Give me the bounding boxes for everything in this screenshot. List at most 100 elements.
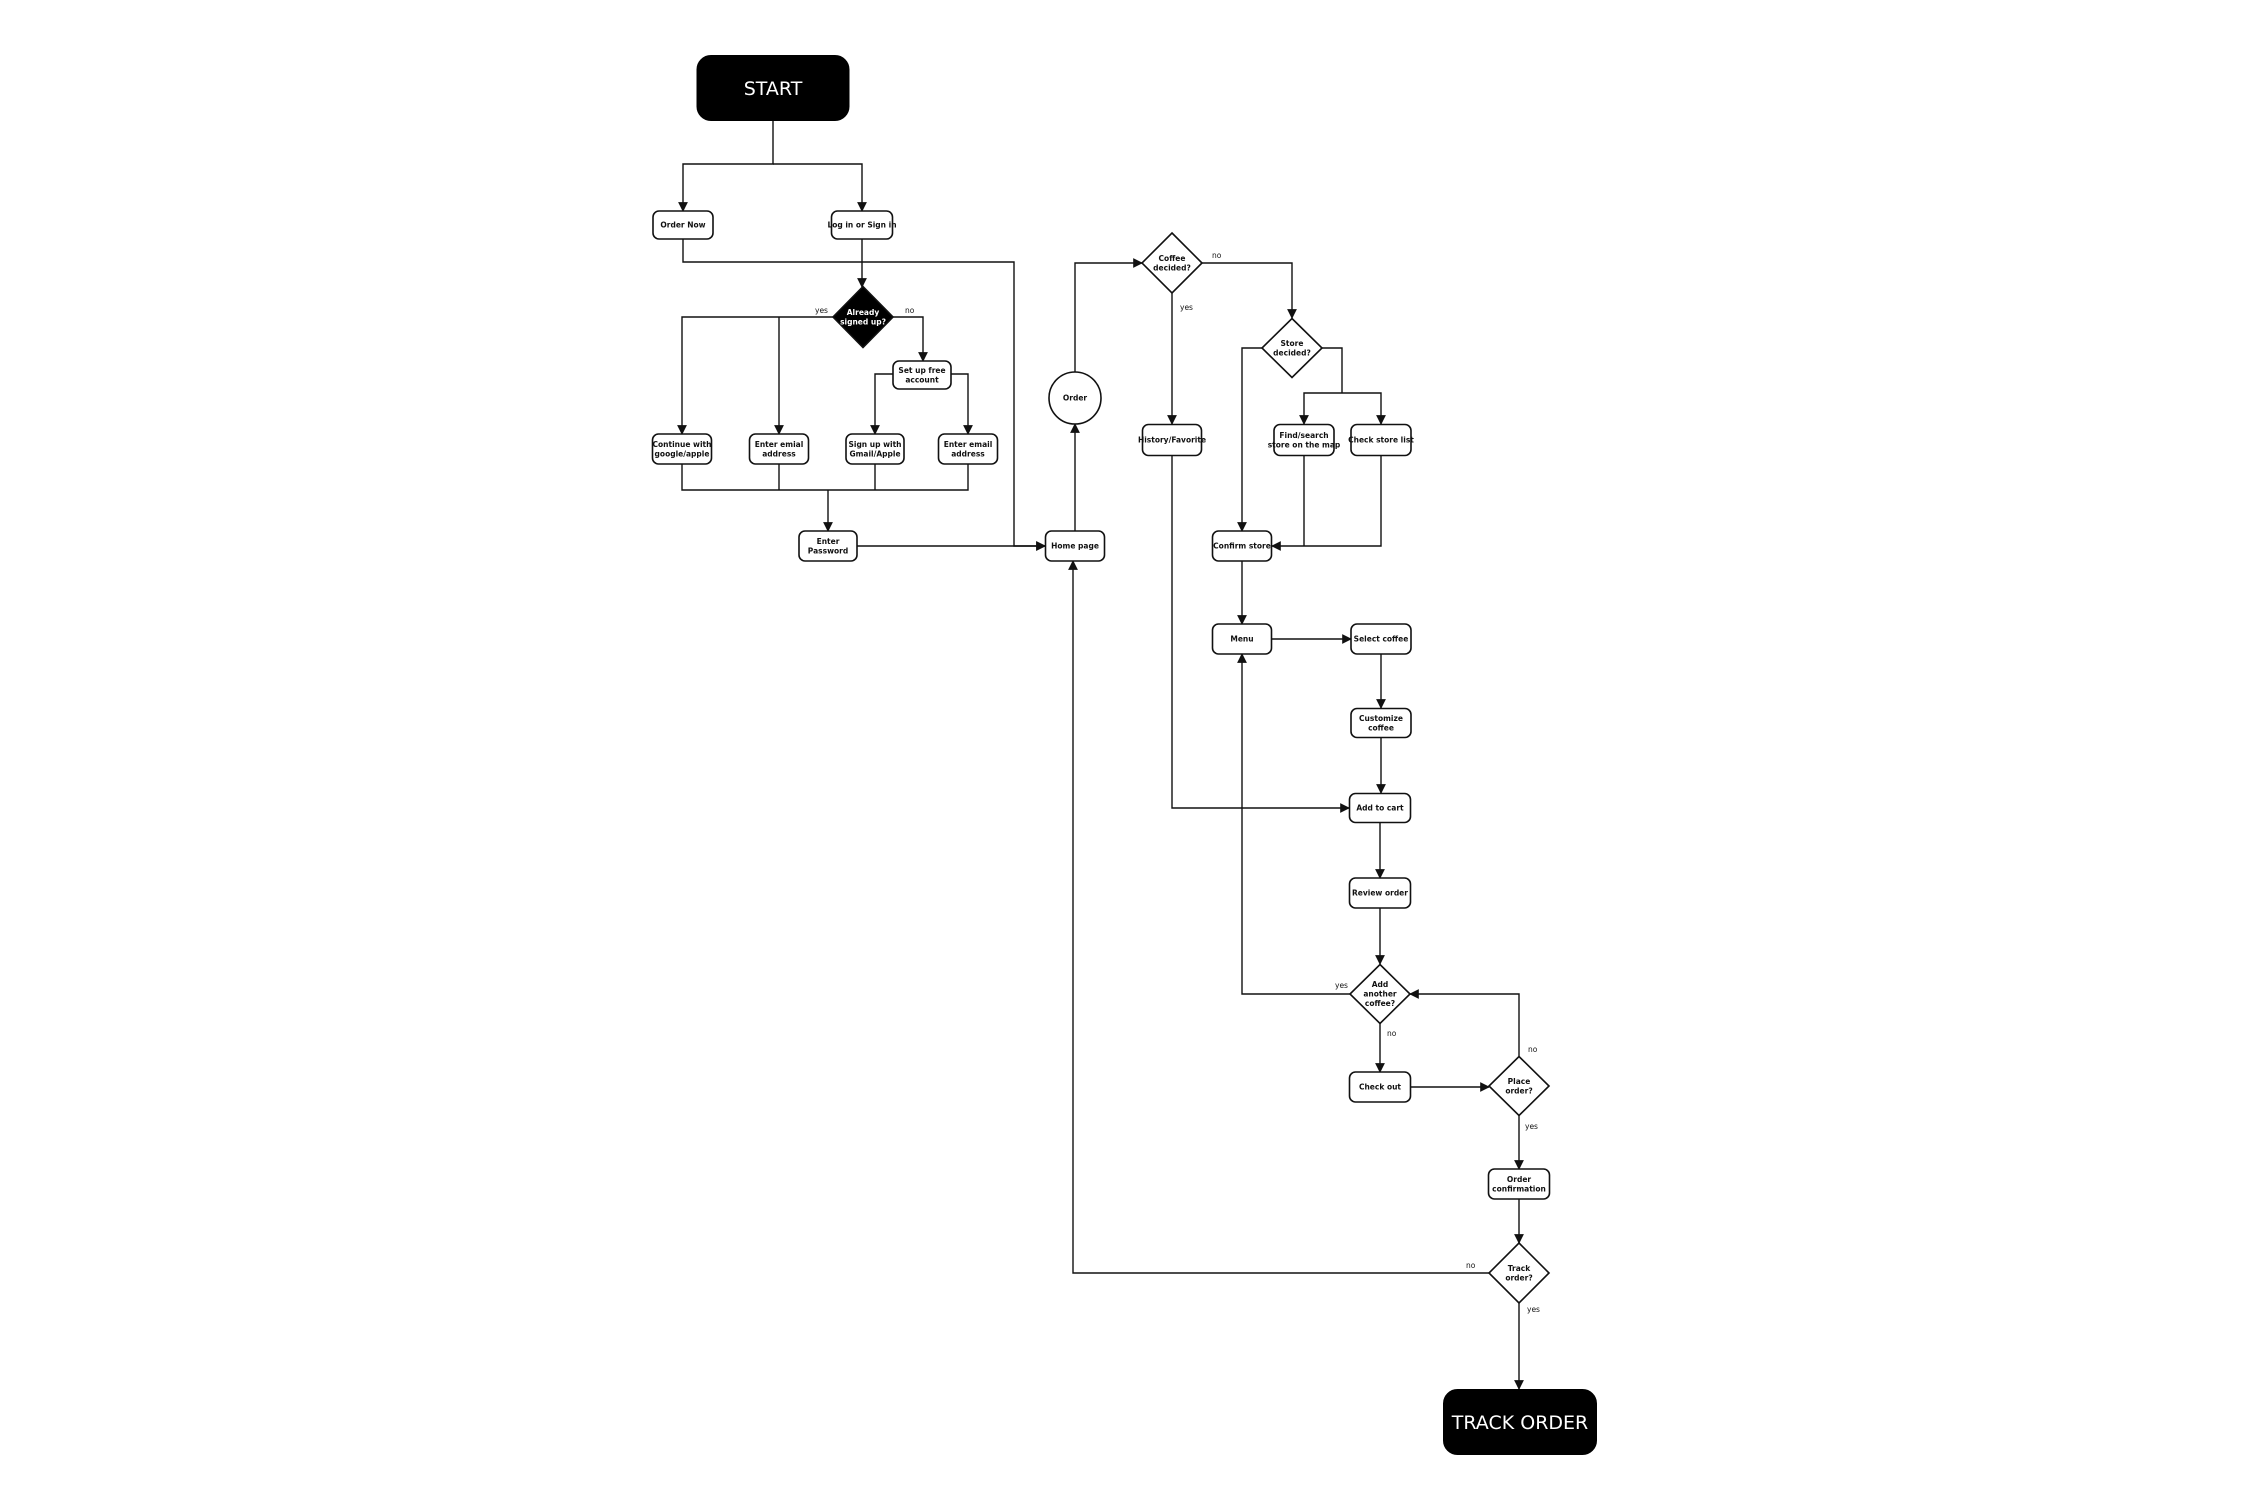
node-label: Place bbox=[1508, 1077, 1531, 1086]
node-label: Find/search bbox=[1279, 431, 1328, 440]
node-label: Check out bbox=[1359, 1083, 1401, 1092]
decision-diamond bbox=[1140, 231, 1204, 295]
edge-branch-to-check bbox=[1342, 392, 1386, 425]
process-box bbox=[1044, 530, 1106, 562]
node-label: Log in or Sign in bbox=[827, 221, 896, 230]
edge-label-track-yes: yes bbox=[1527, 1305, 1540, 1314]
node-label: Set up free bbox=[898, 366, 945, 375]
decision-diamond bbox=[1487, 1055, 1551, 1117]
process-box bbox=[845, 433, 905, 465]
node-home-page: Home page bbox=[1044, 530, 1106, 562]
decision-diamond bbox=[1348, 963, 1412, 1025]
process-box bbox=[1348, 877, 1412, 909]
node-label: Customize bbox=[1359, 714, 1403, 723]
edge-label-coffee-yes: yes bbox=[1180, 303, 1193, 312]
process-box bbox=[651, 433, 713, 465]
edge-add-another-yes-menu bbox=[1237, 653, 1350, 995]
edge-setup-to-email bbox=[951, 373, 973, 435]
node-label: address bbox=[951, 449, 985, 458]
edge-label-already-yes: yes bbox=[815, 306, 828, 315]
node-check-out: Check out bbox=[1348, 1071, 1412, 1103]
node-log-in: Log in or Sign in bbox=[827, 210, 897, 240]
edge-coffee-no-store bbox=[1202, 262, 1297, 319]
process-box bbox=[652, 210, 714, 240]
node-label: Store bbox=[1281, 339, 1304, 348]
node-label: Review order bbox=[1352, 889, 1408, 898]
process-box bbox=[748, 433, 810, 465]
node-add-to-cart: Add to cart bbox=[1348, 792, 1412, 824]
node-label: Order Now bbox=[660, 221, 705, 230]
node-label: Continue with bbox=[653, 440, 712, 449]
terminal-box bbox=[696, 55, 850, 121]
edge-start-to-order-now bbox=[678, 121, 774, 212]
node-start: START bbox=[696, 55, 850, 121]
node-label: address bbox=[762, 449, 796, 458]
node-history-favorite: History/Favorite bbox=[1138, 423, 1206, 457]
node-label: order? bbox=[1505, 1273, 1532, 1282]
node-label: confirmation bbox=[1492, 1184, 1546, 1193]
process-box bbox=[1350, 707, 1412, 739]
node-label: Order bbox=[1063, 394, 1088, 403]
node-order-now: Order Now bbox=[652, 210, 714, 240]
decision-diamond bbox=[1487, 1241, 1551, 1305]
decision-diamond bbox=[1260, 317, 1324, 379]
node-check-store-list: Check store list bbox=[1348, 423, 1414, 457]
node-label: decided? bbox=[1153, 263, 1191, 272]
node-label: Select coffee bbox=[1354, 635, 1409, 644]
process-box bbox=[1211, 530, 1273, 562]
node-label: decided? bbox=[1273, 348, 1311, 357]
node-label: Enter email bbox=[944, 440, 993, 449]
process-box bbox=[892, 360, 952, 390]
node-label: store on the map bbox=[1268, 440, 1341, 449]
process-box bbox=[1211, 623, 1273, 655]
node-label: Add to cart bbox=[1356, 804, 1404, 813]
edge-order-to-coffee bbox=[1074, 258, 1143, 372]
process-box bbox=[1348, 1071, 1412, 1103]
edge-label-add-another-no: no bbox=[1387, 1029, 1397, 1038]
process-box bbox=[1487, 1168, 1551, 1200]
node-label: Enter emial bbox=[755, 440, 804, 449]
connector-circle bbox=[1048, 371, 1102, 425]
edge-label-coffee-no: no bbox=[1212, 251, 1222, 260]
node-label: Coffee bbox=[1159, 254, 1186, 263]
edge-label-add-another-yes: yes bbox=[1335, 981, 1348, 990]
node-label: Enter bbox=[817, 537, 840, 546]
node-menu: Menu bbox=[1211, 623, 1273, 655]
node-label: Menu bbox=[1230, 635, 1253, 644]
process-box bbox=[1273, 423, 1335, 457]
edge-place-no-add-another bbox=[1409, 989, 1520, 1056]
node-label: Track bbox=[1508, 1264, 1531, 1273]
decision-diamond bbox=[831, 285, 895, 349]
process-box bbox=[798, 530, 858, 562]
node-label: order? bbox=[1505, 1086, 1532, 1095]
edge-check-to-confirm bbox=[1271, 456, 1382, 551]
edge-order-now-to-home bbox=[682, 239, 1046, 551]
edge-start-to-log-in bbox=[773, 163, 867, 212]
nodes-layer: START Order Now Log in or Sign in Alreadysi… bbox=[651, 55, 1597, 1455]
process-box bbox=[1350, 623, 1412, 655]
node-label: Add bbox=[1372, 980, 1389, 989]
node-order: Order bbox=[1048, 371, 1102, 425]
edge-setup-to-signup bbox=[870, 373, 893, 435]
node-label: Gmail/Apple bbox=[849, 449, 900, 458]
node-review-order: Review order bbox=[1348, 877, 1412, 909]
edge-store-right-branch bbox=[1322, 347, 1343, 393]
node-label: TRACK ORDER bbox=[1451, 1412, 1588, 1434]
node-label: another bbox=[1363, 990, 1397, 999]
edge-store-left-confirm bbox=[1237, 347, 1262, 532]
terminal-box bbox=[1443, 1389, 1597, 1455]
node-label: account bbox=[905, 375, 939, 384]
node-label: Confirm store bbox=[1213, 542, 1271, 551]
edge-branch-to-find bbox=[1299, 392, 1342, 425]
